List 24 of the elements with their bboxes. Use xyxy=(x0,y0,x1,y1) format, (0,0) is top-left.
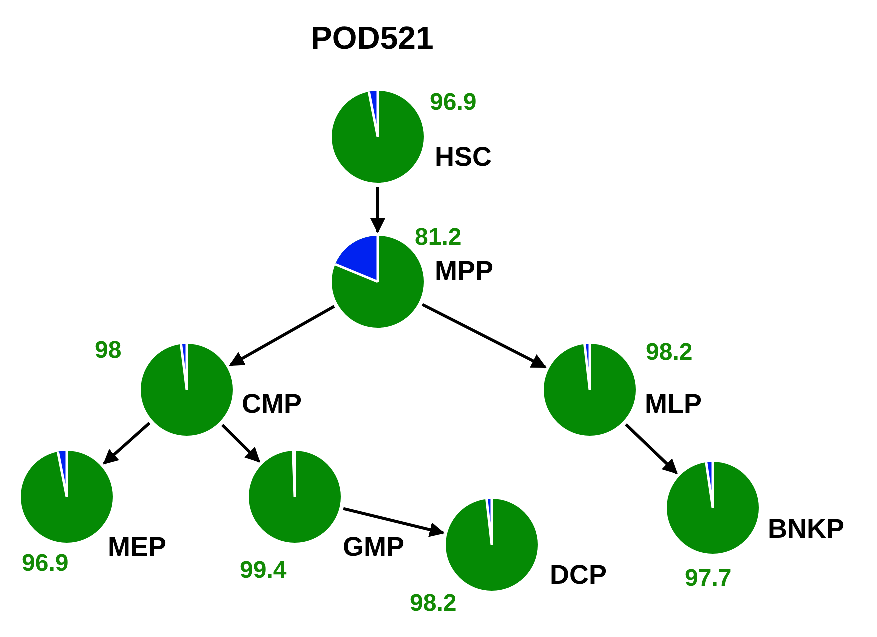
arrow xyxy=(422,303,547,369)
arrow xyxy=(370,187,386,234)
percentage-value: 97.7 xyxy=(685,565,732,593)
arrow xyxy=(221,424,261,463)
percentage-value: 96.9 xyxy=(22,550,69,578)
node-label: MLP xyxy=(645,389,702,420)
percentage-value: 98.2 xyxy=(646,339,693,367)
percentage-value: 96.9 xyxy=(430,89,477,117)
node-label: CMP xyxy=(242,389,302,420)
node-label: DCP xyxy=(550,560,608,591)
diagram-title: POD521 xyxy=(311,20,434,57)
percentage-value: 98.2 xyxy=(410,590,457,618)
node-label: HSC xyxy=(435,142,492,173)
arrow xyxy=(625,424,678,474)
percentage-value: 98 xyxy=(95,337,122,365)
node-label: GMP xyxy=(343,532,405,563)
node-label: MEP xyxy=(108,532,167,563)
arrow xyxy=(103,422,151,465)
node-label: BNKP xyxy=(768,514,845,545)
node-label: MPP xyxy=(435,256,494,287)
arrow xyxy=(343,507,445,538)
arrow xyxy=(229,305,336,367)
percentage-value: 99.4 xyxy=(240,557,287,585)
percentage-value: 81.2 xyxy=(415,224,462,252)
